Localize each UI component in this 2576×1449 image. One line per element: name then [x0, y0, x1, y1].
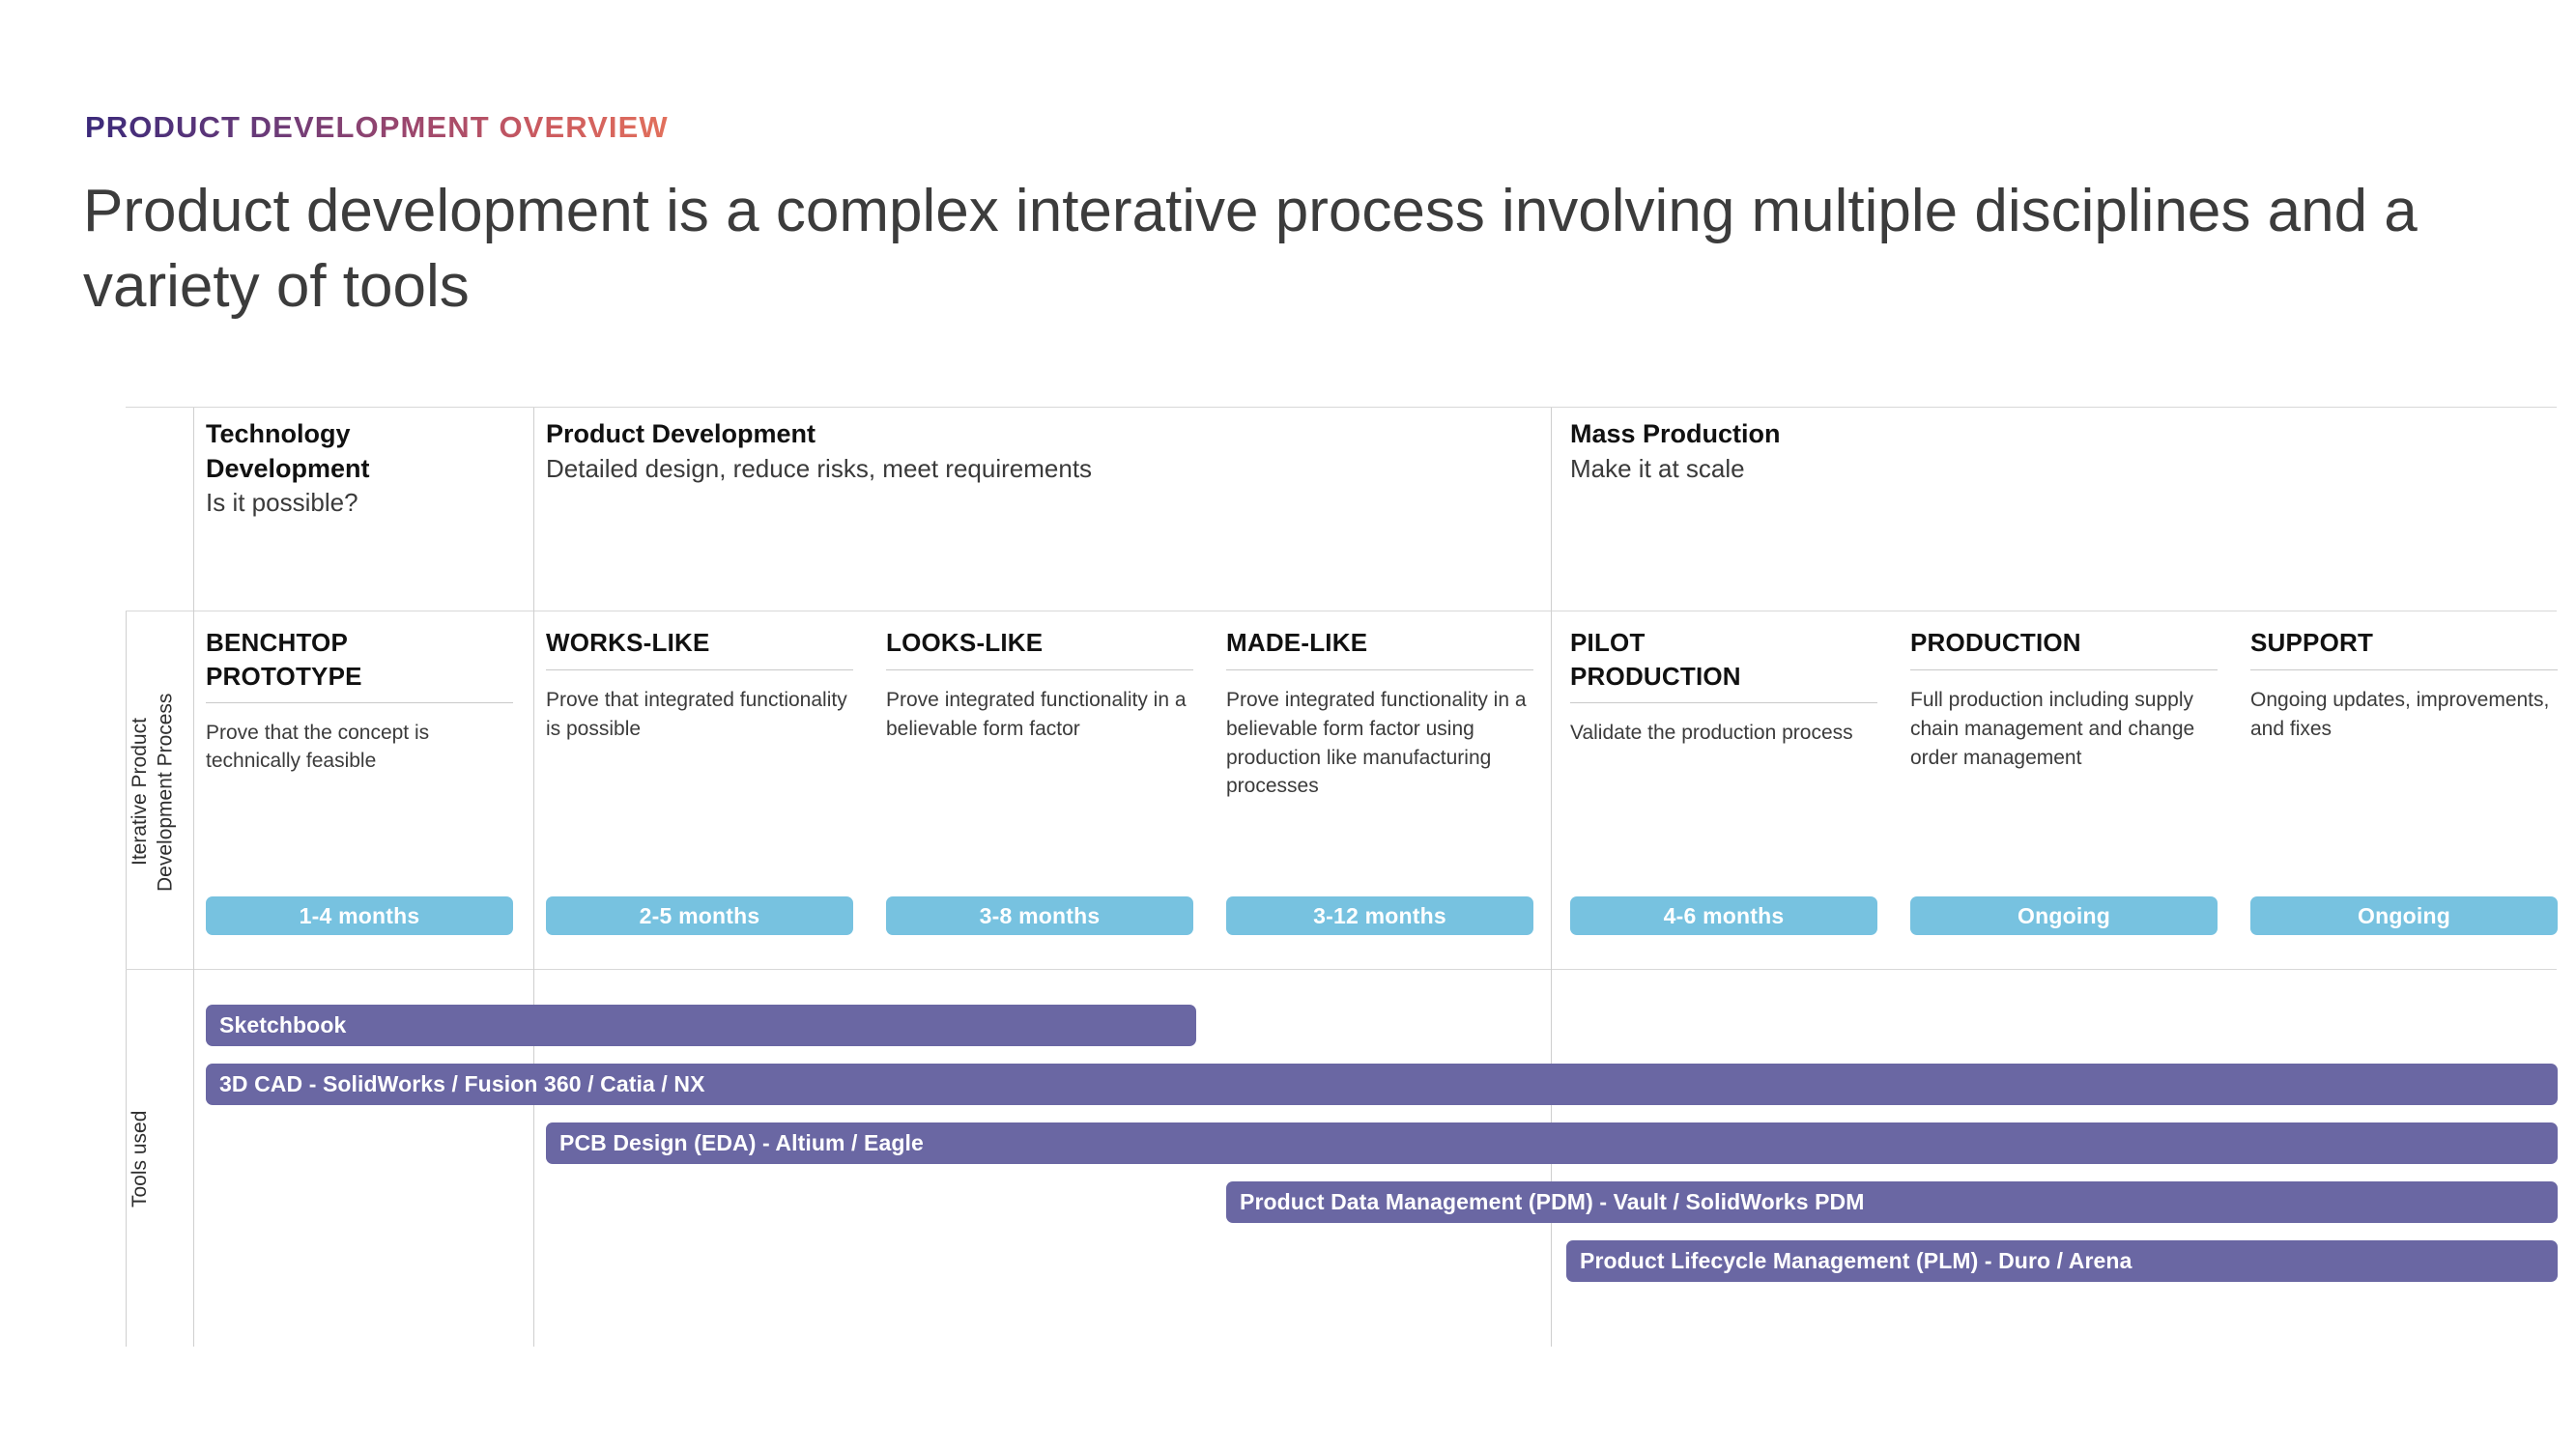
stage-rule	[206, 701, 513, 703]
stage-title: PRODUCTION	[1910, 628, 2081, 657]
phase-divider-3	[1551, 408, 1552, 1347]
gutter-divider-process	[126, 611, 127, 969]
stage-title: LOOKS-LIKE	[886, 628, 1044, 657]
stage-rule	[1226, 669, 1533, 670]
stage-looks-like: LOOKS-LIKE Prove integrated functionalit…	[886, 626, 1193, 744]
stage-description: Prove that the concept is technically fe…	[206, 721, 430, 773]
stage-production: PRODUCTION Full production including sup…	[1910, 626, 2218, 772]
stage-pilot-production: PILOT PRODUCTION Validate the production…	[1570, 626, 1877, 747]
row-label-tools: Tools used	[129, 1110, 151, 1208]
page-eyebrow: PRODUCT DEVELOPMENT OVERVIEW	[85, 110, 669, 144]
phase-title: Technology Development	[206, 419, 370, 483]
duration-pill-support[interactable]: Ongoing	[2250, 896, 2558, 935]
stage-rule	[546, 669, 853, 670]
tool-bar-plm[interactable]: Product Lifecycle Management (PLM) - Dur…	[1566, 1240, 2558, 1282]
phase-divider-1	[193, 408, 194, 1347]
stage-rule	[1570, 701, 1877, 703]
stage-title: PILOT PRODUCTION	[1570, 628, 1741, 691]
phase-technology-development: Technology Development Is it possible?	[206, 417, 515, 520]
stage-description: Full production including supply chain m…	[1910, 689, 2195, 769]
phase-subtitle: Is it possible?	[206, 488, 358, 518]
duration-pill-production[interactable]: Ongoing	[1910, 896, 2218, 935]
phase-subtitle: Detailed design, reduce risks, meet requ…	[546, 453, 1093, 483]
tool-bar-pdm[interactable]: Product Data Management (PDM) - Vault / …	[1226, 1181, 2558, 1223]
duration-pill-looks-like[interactable]: 3-8 months	[886, 896, 1193, 935]
stage-works-like: WORKS-LIKE Prove that integrated functio…	[546, 626, 853, 744]
phase-mass-production: Mass Production Make it at scale	[1570, 417, 2440, 485]
grid-top-rule	[126, 407, 2557, 408]
stage-benchtop-prototype: BENCHTOP PROTOTYPE Prove that the concep…	[206, 626, 513, 776]
stage-title: MADE-LIKE	[1226, 628, 1368, 657]
page-title: Product development is a complex interat…	[83, 178, 2418, 321]
phase-divider-2	[533, 408, 534, 1347]
grid-rule-tools	[126, 969, 2557, 970]
tool-bar-3d-cad[interactable]: 3D CAD - SolidWorks / Fusion 360 / Catia…	[206, 1064, 2558, 1105]
stage-rule	[1910, 669, 2218, 670]
stage-rule	[886, 669, 1193, 670]
stage-title: WORKS-LIKE	[546, 628, 710, 657]
stage-made-like: MADE-LIKE Prove integrated functionality…	[1226, 626, 1533, 801]
duration-pill-benchtop-prototype[interactable]: 1-4 months	[206, 896, 513, 935]
stage-support: SUPPORT Ongoing updates, improvements, a…	[2250, 626, 2558, 744]
stage-rule	[2250, 669, 2558, 670]
duration-pill-works-like[interactable]: 2-5 months	[546, 896, 853, 935]
duration-pill-pilot-production[interactable]: 4-6 months	[1570, 896, 1877, 935]
phase-title: Mass Production	[1570, 419, 1781, 448]
phase-product-development: Product Development Detailed design, red…	[546, 417, 1531, 485]
stage-title: SUPPORT	[2250, 628, 2374, 657]
stage-description: Prove integrated functionality in a beli…	[886, 689, 1187, 740]
stage-description: Prove that integrated functionality is p…	[546, 689, 847, 740]
stage-title: BENCHTOP PROTOTYPE	[206, 628, 362, 691]
row-label-process: Iterative Product Development Process	[129, 693, 177, 892]
stage-description: Ongoing updates, improvements, and fixes	[2250, 689, 2550, 740]
stage-description: Validate the production process	[1570, 721, 1853, 744]
tool-bar-sketchbook[interactable]: Sketchbook	[206, 1005, 1196, 1046]
tool-bar-pcb-design[interactable]: PCB Design (EDA) - Altium / Eagle	[546, 1122, 2558, 1164]
stage-description: Prove integrated functionality in a beli…	[1226, 689, 1527, 798]
duration-pill-made-like[interactable]: 3-12 months	[1226, 896, 1533, 935]
gutter-divider-tools	[126, 970, 127, 1347]
phase-subtitle: Make it at scale	[1570, 453, 1745, 483]
phase-title: Product Development	[546, 419, 816, 448]
